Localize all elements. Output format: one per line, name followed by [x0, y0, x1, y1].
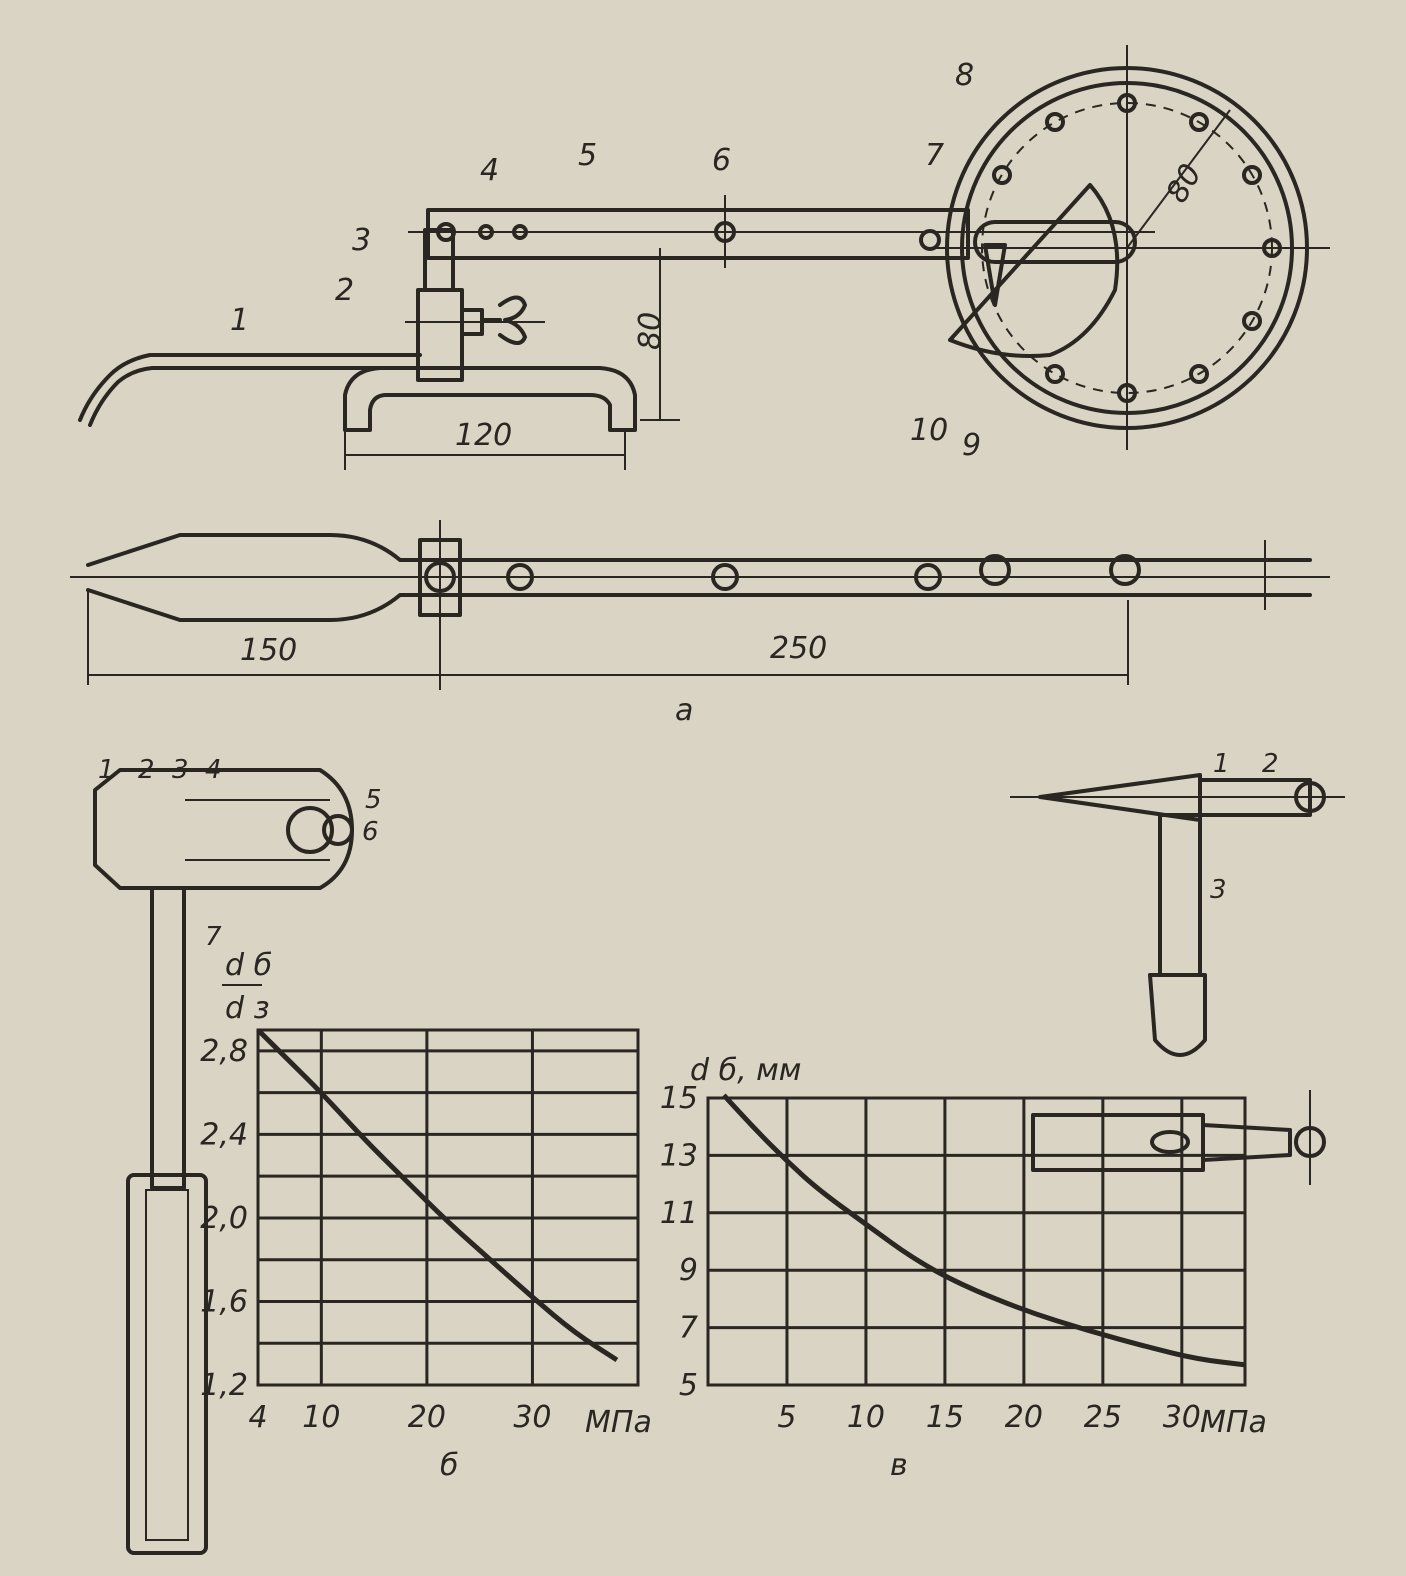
chart-c-x-tick-label: 10: [847, 1400, 885, 1435]
chart-b-x-tick-label: 10: [302, 1400, 340, 1435]
chart-b-y-tick-label: 2,4: [200, 1117, 248, 1152]
chart-c-x-ticks: 5 10 15 20 25 30: [777, 1400, 1200, 1435]
dimension-length-150: 150: [240, 633, 297, 668]
detail-left-label-3: 3: [172, 755, 189, 785]
dimension-radius-80: 80: [1160, 158, 1209, 209]
chart-b-y-tick-label: 2,8: [200, 1034, 248, 1069]
detail-left-label-2: 2: [138, 755, 155, 785]
caption-figure-a: а: [675, 693, 693, 728]
dimension-base-120: 120: [455, 418, 512, 453]
chart-c-y-tick-label: 15: [660, 1081, 698, 1116]
chart-c: 5 7 9 11 13 15 5 10 15 20 25 30 d б, мм МПа в: [660, 1053, 1267, 1483]
detail-left-label-4: 4: [205, 755, 222, 785]
label-part-5: 5: [578, 138, 597, 173]
chart-c-ylabel: d б, мм: [690, 1053, 801, 1088]
dimension-height-80: 80: [633, 312, 668, 350]
figure-a-plan-view: [70, 520, 1330, 690]
chart-b-series-line: [256, 1028, 619, 1363]
chart-b-x-ticks: 4 10 20 30: [248, 1400, 551, 1435]
chart-c-y-tick-label: 9: [679, 1253, 698, 1288]
chart-b-y-ticks: 1,2 1,6 2,0 2,4 2,8: [200, 1034, 248, 1403]
chart-c-y-ticks: 5 7 9 11 13 15: [660, 1081, 698, 1403]
chart-b-x-unit: МПа: [585, 1405, 652, 1440]
chart-b-x-tick-label: 30: [513, 1400, 551, 1435]
label-part-8: 8: [955, 58, 974, 93]
dial-bolts: [992, 93, 1282, 403]
chart-c-y-tick-label: 13: [660, 1138, 698, 1173]
detail-right-label-1: 1: [1213, 749, 1230, 779]
detail-right-label-2: 2: [1262, 749, 1279, 779]
label-part-10: 10: [910, 413, 948, 448]
dimension-length-250: 250: [770, 631, 827, 666]
chart-b-ylabel-bottom: d з: [225, 991, 270, 1026]
chart-c-series-line: [721, 1093, 1246, 1368]
detail-left-label-1: 1: [98, 755, 115, 785]
label-part-4: 4: [480, 153, 499, 188]
chart-c-x-tick-label: 25: [1084, 1400, 1122, 1435]
chart-c-grid: [706, 1096, 1247, 1387]
chart-b-y-tick-label: 1,6: [200, 1284, 248, 1319]
detail-left-label-7: 7: [205, 922, 222, 952]
chart-c-x-tick-label: 20: [1005, 1400, 1043, 1435]
label-part-9: 9: [962, 428, 981, 463]
chart-b-x-tick-label: 20: [408, 1400, 446, 1435]
chart-b: 1,2 1,6 2,0 2,4 2,8 4 10 20 30 d б d з МПа б: [200, 948, 652, 1483]
caption-chart-c: в: [890, 1448, 908, 1483]
detail-left-label-6: 6: [362, 817, 379, 847]
chart-c-x-tick-label: 15: [926, 1400, 964, 1435]
chart-c-x-unit: МПа: [1200, 1405, 1267, 1440]
chart-b-y-tick-label: 1,2: [200, 1368, 248, 1403]
chart-b-ylabel-top: d б: [225, 948, 272, 983]
chart-b-x-tick-label: 4: [248, 1400, 267, 1435]
chart-c-x-tick-label: 30: [1163, 1400, 1201, 1435]
detail-left-section: [93, 768, 354, 1555]
chart-c-y-tick-label: 5: [679, 1368, 698, 1403]
chart-b-y-tick-label: 2,0: [200, 1201, 248, 1236]
chart-c-y-tick-label: 7: [679, 1311, 698, 1346]
caption-chart-b: б: [440, 1448, 459, 1483]
chart-b-frame: [256, 1028, 640, 1387]
detail-right-label-3: 3: [1210, 875, 1227, 905]
label-part-1: 1: [230, 303, 249, 338]
label-part-3: 3: [352, 223, 371, 258]
detail-left-labels: 1 2 3 4 5 6 7: [98, 755, 382, 952]
chart-b-grid: [256, 1028, 640, 1387]
chart-c-y-tick-label: 11: [660, 1196, 698, 1231]
figure-a-side-view: [78, 45, 1330, 470]
label-part-6: 6: [712, 143, 731, 178]
label-part-2: 2: [335, 273, 354, 308]
chart-c-x-tick-label: 5: [777, 1400, 796, 1435]
detail-left-label-5: 5: [365, 785, 382, 815]
chart-c-frame: [706, 1096, 1247, 1387]
detail-right: [1010, 773, 1345, 1185]
detail-right-labels: 1 2 3: [1210, 749, 1279, 905]
label-part-7: 7: [925, 138, 944, 173]
